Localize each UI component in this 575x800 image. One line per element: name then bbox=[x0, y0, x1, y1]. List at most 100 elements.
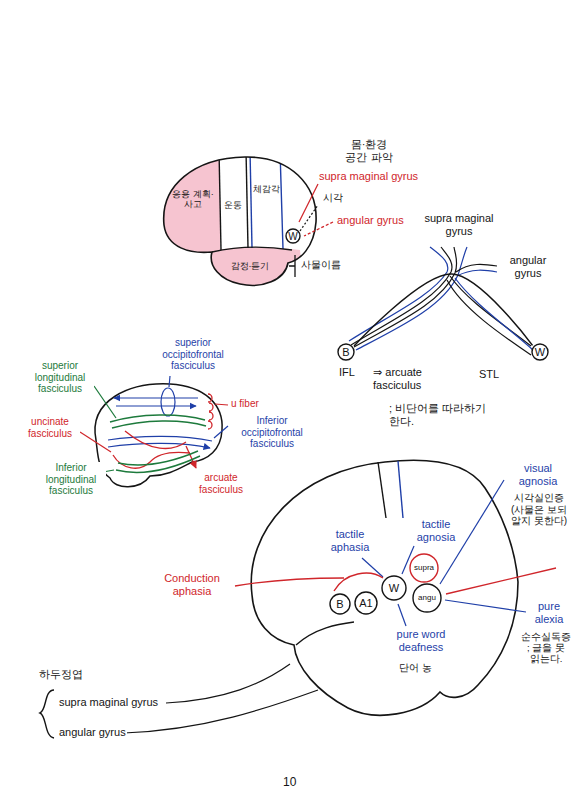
frontal-fill bbox=[150, 150, 220, 252]
brain-region: 감정·듣기 bbox=[230, 261, 271, 273]
syndrome-label: pure alexia bbox=[528, 600, 570, 625]
top-brain-regions bbox=[150, 150, 305, 300]
leader-line bbox=[214, 426, 228, 438]
gyrus-label: angular gyrus bbox=[336, 214, 405, 227]
gyrus-label: angular gyrus bbox=[502, 254, 554, 279]
syndrome-label: Conduction aphasia bbox=[150, 572, 234, 597]
area-circle: W bbox=[285, 228, 301, 244]
sylvian-fissure bbox=[212, 247, 292, 252]
circle-border bbox=[338, 344, 354, 360]
arcuate-arc bbox=[334, 573, 383, 591]
node-text: 감정·듣기 bbox=[231, 262, 270, 272]
area-circle: W bbox=[531, 343, 549, 361]
syndrome-note: 순수실독증 ; 글을 못 읽는다. bbox=[520, 632, 572, 665]
circle-border bbox=[382, 576, 406, 600]
brain-outline bbox=[164, 157, 316, 285]
brain-region: 응용 계획·사고 bbox=[168, 189, 218, 211]
leader-line bbox=[445, 600, 526, 612]
syndrome-note: 단어 농 bbox=[398, 662, 433, 674]
brain-outline bbox=[251, 460, 518, 715]
circle-border bbox=[330, 594, 350, 614]
gyrus-label: supra maginal gyrus bbox=[416, 212, 502, 237]
node-text: 체감각 bbox=[253, 185, 280, 195]
area-circle: A1 bbox=[354, 591, 378, 615]
sensory-strip-line bbox=[250, 150, 252, 248]
node-text: W bbox=[389, 582, 399, 594]
page-number: 10 bbox=[282, 776, 297, 790]
region-note: 시각 bbox=[322, 192, 344, 204]
syndrome-label: tactile agnosia bbox=[412, 518, 460, 543]
u-fiber-arc bbox=[208, 394, 213, 429]
leader-line bbox=[94, 386, 116, 418]
area-circle: angu bbox=[412, 583, 442, 613]
tract-label: superior longitudinal fasciculus bbox=[26, 360, 94, 395]
region-note: 하두정엽 bbox=[38, 668, 84, 681]
area-circle: B bbox=[337, 343, 355, 361]
node-text: angu bbox=[418, 594, 436, 603]
bracket bbox=[40, 690, 54, 738]
syndrome-label: visual agnosia bbox=[508, 462, 568, 487]
syndrome-label: pure word deafness bbox=[390, 628, 452, 653]
region-note: 사물이름 bbox=[300, 259, 342, 271]
leader-line bbox=[166, 664, 290, 703]
node-text: W bbox=[535, 346, 545, 358]
motor-strip-line bbox=[219, 150, 221, 250]
leader-line bbox=[304, 222, 333, 236]
circle-border bbox=[410, 554, 438, 582]
tract-label: arcuate fasciculus bbox=[190, 472, 252, 495]
gyrus-label: supra maginal gyrus bbox=[318, 170, 419, 183]
node-text: B bbox=[336, 598, 343, 610]
area-label: STL bbox=[478, 368, 500, 381]
bracket bbox=[289, 255, 295, 277]
uncinate-hook bbox=[113, 452, 190, 468]
sylvian-fissure bbox=[296, 622, 354, 645]
area-circle: supra bbox=[409, 553, 439, 583]
fiber-bundle bbox=[354, 274, 532, 346]
area-label: IFL bbox=[338, 366, 356, 379]
tract-label: u fiber bbox=[230, 398, 260, 410]
tract-label: ⇒ arcuate fasciculus bbox=[372, 366, 442, 391]
fasciculus-line bbox=[110, 415, 206, 428]
tract-label: Inferior occipitofrontal fasciculus bbox=[230, 415, 314, 450]
leader-line bbox=[169, 376, 170, 387]
leader-line bbox=[235, 578, 344, 586]
fasciculus-arrow bbox=[108, 436, 212, 448]
circle-border bbox=[413, 584, 441, 612]
leader-line bbox=[300, 205, 318, 231]
gyrus-label: supra maginal gyrus bbox=[58, 696, 159, 709]
gyrus-label: angular gyrus bbox=[58, 726, 127, 739]
fiber-line bbox=[457, 270, 497, 276]
region-note: 몸·환경 공간 파악 bbox=[340, 138, 398, 163]
node-text: W bbox=[288, 231, 297, 242]
circle-border bbox=[355, 592, 377, 614]
node-text: B bbox=[342, 346, 349, 358]
note-text: ; 비단어를 따라하기 한다. bbox=[388, 402, 496, 427]
leader-arrow bbox=[186, 446, 196, 468]
fiber-line bbox=[447, 280, 531, 355]
circle-border bbox=[286, 229, 300, 243]
motor-strip-line bbox=[246, 150, 248, 248]
fiber-line bbox=[455, 278, 533, 350]
tract-label: Inferior longitudinal fasciculus bbox=[36, 462, 106, 497]
tract-label: superior occipitofrontal fasciculus bbox=[150, 337, 236, 372]
central-sulcus bbox=[378, 462, 386, 518]
fasciculus-line bbox=[116, 451, 200, 472]
node-text: supra bbox=[414, 564, 434, 573]
area-circle: W bbox=[381, 575, 407, 601]
area-circle: B bbox=[329, 593, 351, 615]
circle-border bbox=[532, 344, 548, 360]
fasciculus-loop bbox=[161, 388, 175, 416]
syndrome-note: 시각실인증 (사물은 보되 알지 못한다) bbox=[506, 492, 572, 527]
node-text: 응용 계획·사고 bbox=[168, 190, 218, 210]
fasciculus-line bbox=[125, 431, 186, 448]
brain-region: 운동 bbox=[223, 200, 243, 212]
disconnection-line bbox=[446, 568, 556, 594]
central-sulcus bbox=[398, 461, 403, 518]
leader-line bbox=[80, 432, 111, 452]
fasciculus-arrow bbox=[114, 398, 198, 406]
fiber-line bbox=[356, 247, 467, 350]
leader-line bbox=[299, 184, 318, 222]
